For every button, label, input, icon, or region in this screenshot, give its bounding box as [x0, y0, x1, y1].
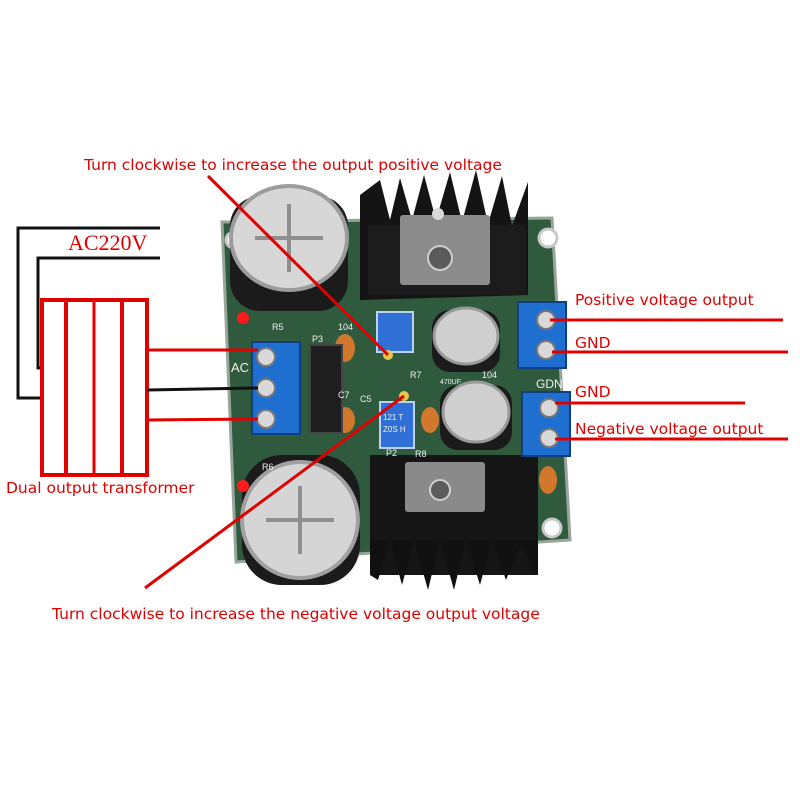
silk-pot-code-2: Z0S H: [383, 425, 406, 434]
silk-p2: P2: [386, 448, 397, 458]
mount-hole-top-right: [537, 227, 559, 249]
heatsink-bottom-fins: [370, 540, 538, 590]
terminal-ac-screw-3: [256, 409, 276, 429]
transformer-wire-3: [146, 417, 259, 422]
ceramic-capacitor-4: [539, 466, 557, 494]
annotation-gnd-upper: GND: [575, 334, 611, 352]
ceramic-capacitor-3: [421, 407, 439, 433]
terminal-negative-screw-1: [539, 398, 559, 418]
led-top: [237, 312, 249, 324]
capacitor-large-bottom: [240, 455, 360, 585]
potentiometer-positive: [376, 311, 414, 353]
led-bottom: [237, 480, 249, 492]
pointer-negative-pot: [144, 394, 405, 590]
ac-wire-upper: [16, 226, 160, 400]
annotation-ac-input: AC220V: [68, 230, 148, 255]
bridge-rectifier: [309, 344, 343, 434]
silk-104-b: 104: [482, 370, 497, 380]
capacitor-small-upper: [432, 306, 500, 372]
annotation-top-pot: Turn clockwise to increase the output po…: [83, 156, 502, 174]
silk-c5: C5: [360, 394, 372, 404]
capacitor-large-top-vent: [255, 204, 323, 272]
annotation-positive-output: Positive voltage output: [575, 291, 754, 309]
capacitor-small-lower-cap: [441, 380, 511, 444]
silk-104-a: 104: [338, 322, 353, 332]
capacitor-small-lower: [440, 380, 512, 450]
silk-470uf: 470UF: [440, 379, 461, 386]
silk-p3: P3: [312, 334, 323, 344]
silk-ac: AC: [231, 360, 249, 375]
silk-gdn: GDN: [536, 377, 563, 391]
silk-pot-code: 121 T: [383, 413, 403, 422]
silk-r7: R7: [410, 370, 422, 380]
terminal-block-positive: [517, 301, 567, 369]
heatsink-bottom: [370, 455, 538, 590]
pointer-positive-pot: [206, 174, 390, 357]
regulator-bottom-screw: [429, 479, 451, 501]
annotation-negative-output: Negative voltage output: [575, 420, 763, 438]
transformer-schematic: [16, 226, 259, 477]
capacitor-small-upper-cap: [432, 306, 500, 366]
silk-c7: C7: [338, 390, 350, 400]
silk-r5: R5: [272, 322, 284, 332]
annotation-transformer: Dual output transformer: [6, 479, 195, 497]
terminal-positive-screw-2: [536, 340, 556, 360]
silk-r6: R6: [262, 462, 274, 472]
annotation-bottom-pot: Turn clockwise to increase the negative …: [51, 605, 540, 623]
mount-hole-bottom-right: [541, 517, 563, 539]
capacitor-large-top: [229, 184, 349, 311]
terminal-ac-screw-1: [256, 347, 276, 367]
terminal-block-ac: [251, 341, 301, 435]
terminal-ac-screw-2: [256, 378, 276, 398]
heatsink-top: [360, 170, 528, 300]
silk-r8: R8: [415, 449, 427, 459]
annotation-gnd-lower: GND: [575, 383, 611, 401]
heatsink-top-hole: [432, 208, 444, 220]
transformer-wire-2: [146, 386, 259, 392]
regulator-top-screw: [427, 245, 453, 271]
capacitor-large-bottom-vent: [266, 486, 334, 554]
